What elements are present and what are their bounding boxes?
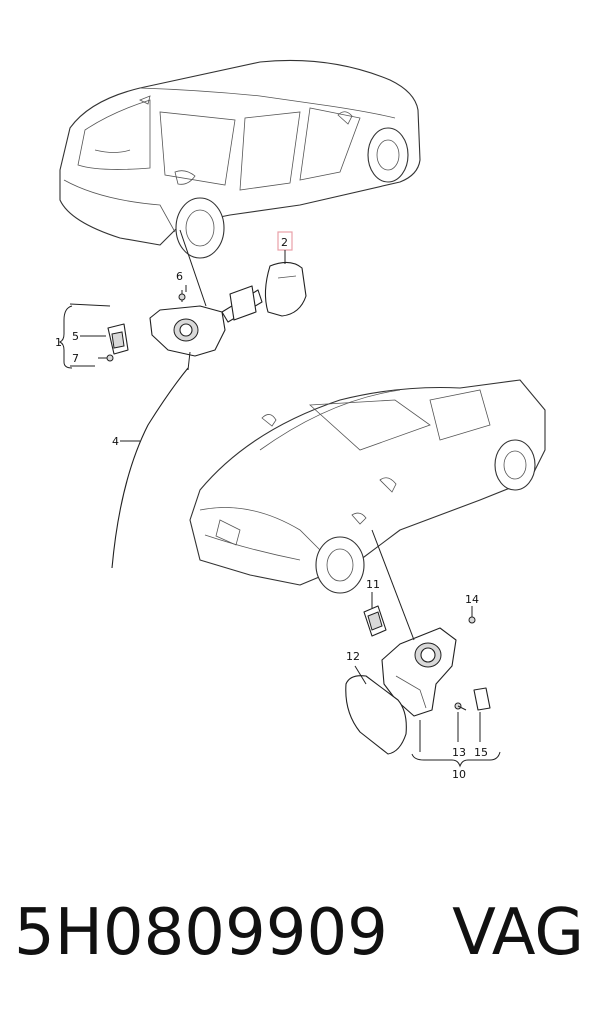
callout-1: 1 [55, 336, 62, 349]
brand-name: VAG [452, 896, 584, 970]
callout-12: 12 [346, 650, 360, 663]
screw-7 [98, 354, 114, 362]
callout-14: 14 [465, 593, 479, 606]
car-front-view [189, 379, 546, 594]
callout-2: 2 [281, 236, 288, 249]
car-rear-view [59, 59, 421, 259]
callout-6: 6 [176, 270, 183, 283]
actuator-15 [473, 687, 491, 711]
callout-5: 5 [72, 330, 79, 343]
screw-13 [454, 702, 467, 711]
callout-10: 10 [452, 768, 466, 781]
actuator-11 [363, 605, 387, 637]
callout-11: 11 [366, 578, 380, 591]
callout-7: 7 [72, 352, 79, 365]
actuator-5 [107, 323, 129, 355]
callout-13: 13 [452, 746, 466, 759]
part-number: 5H0809909 [14, 896, 388, 970]
fuel-door-housing-10 [381, 627, 457, 717]
callout-15: 15 [474, 746, 488, 759]
callout-4: 4 [112, 435, 119, 448]
fuel-door-flap-2 [264, 261, 307, 317]
screw-6 [178, 290, 186, 302]
cable-4 [111, 367, 189, 569]
fuel-door-housing-top [149, 285, 263, 357]
fuel-door-flap-12 [345, 675, 407, 755]
parts-diagram: 1 2 4 5 6 7 10 11 12 13 14 15 [55, 59, 546, 781]
